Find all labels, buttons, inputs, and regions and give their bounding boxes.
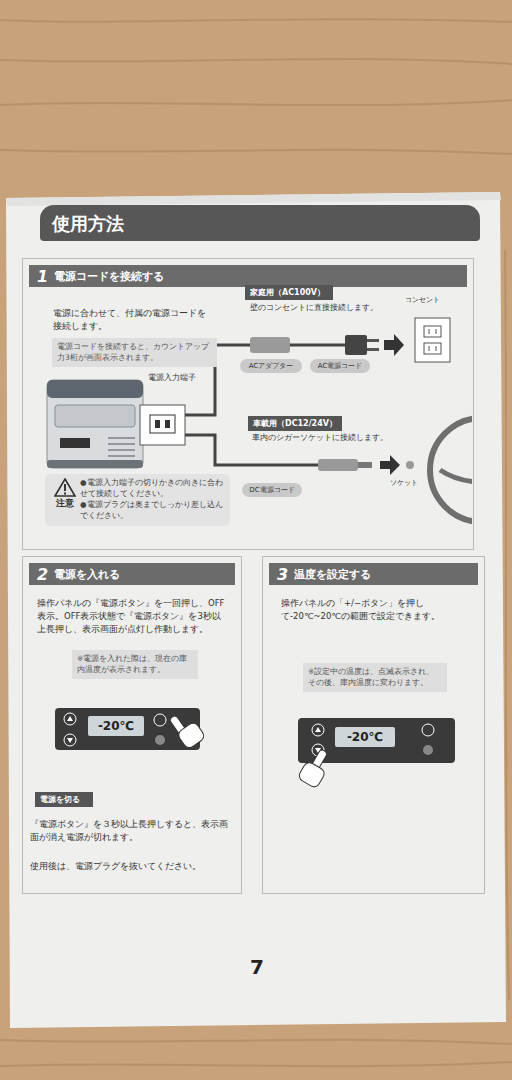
step-body: 操作パネルの『電源ボタン』を一回押し、OFF表示。OFF表示状態で『電源ボタン』… (37, 597, 229, 637)
heading-tag: 車載用（DC12/24V） (248, 416, 342, 431)
text-label: 使用後は、電源プラグを抜いてください。 (30, 860, 228, 873)
note-box: ※電源を入れた際は、現在の庫内温度が表示されます。 (72, 650, 198, 679)
part-label: ACアダプター (240, 359, 302, 373)
node-text: AC電源コード (314, 361, 366, 371)
section-header: 1 電源コードを接続する (29, 265, 467, 287)
step-body: 操作パネルの「+/−ボタン」を押して-20℃~20℃の範囲で設定できます。 (281, 597, 471, 623)
node-text: ※電源を入れた際は、現在の庫内温度が表示されます。 (77, 653, 193, 676)
node-text: 電源を切る (40, 794, 88, 805)
page-number: 7 (250, 952, 264, 982)
node-text: 電源コードを接続すると、カウントアップ力3桁が画面表示されます。 (57, 341, 212, 364)
note-box: ※設定中の温度は、点滅表示され、その後、庫内温度に変わります。 (303, 663, 447, 692)
lcd-display: -20℃ (88, 716, 144, 736)
part-label: AC電源コード (310, 359, 370, 373)
lcd-display: -20℃ (335, 727, 395, 747)
step-number: 3 (277, 565, 288, 584)
caution-box: 注意 ●電源入力端子の切りかきの向きに合わせて接続してください。●電源プラグは奥ま… (45, 474, 230, 526)
node-text: 車載用（DC12/24V） (253, 418, 337, 429)
section-header: 3 温度を設定する (269, 563, 478, 585)
warning-icon (54, 478, 76, 497)
title-band: 使用方法 (40, 205, 480, 241)
heading-tag: 電源を切る (35, 792, 93, 807)
text-label: 車内のシガーソケットに接続します。 (252, 432, 388, 444)
node-text: ACアダプター (244, 361, 298, 371)
step-title: 温度を設定する (294, 567, 371, 582)
caution-bullet: ●電源プラグは奥までしっかり差し込んでください。 (80, 500, 225, 522)
step-body: 電源に合わせて、付属の電源コードを接続します。 (53, 307, 213, 333)
node-text: -20℃ (90, 719, 142, 733)
note-box: 電源コードを接続すると、カウントアップ力3桁が画面表示されます。 (52, 338, 217, 367)
text-label: コンセント (405, 295, 440, 306)
part-label: DC電源コード (242, 483, 302, 497)
node-text: 家庭用（AC100V） (250, 287, 328, 298)
caution-column: 注意 (50, 478, 80, 522)
heading-tag: 家庭用（AC100V） (245, 285, 333, 300)
step-number: 1 (37, 267, 48, 286)
section-header: 2 電源を入れる (29, 563, 235, 585)
section-panel: 3 温度を設定する操作パネルの「+/−ボタン」を押して-20℃~20℃の範囲で設定… (262, 556, 485, 894)
step-title: 電源を入れる (54, 567, 120, 582)
caution-bullet: ●電源入力端子の切りかきの向きに合わせて接続してください。 (80, 478, 225, 500)
step-title: 電源コードを接続する (54, 269, 164, 284)
caution-heading: 注意 (56, 497, 74, 510)
text-label: 電源入力端子 (148, 372, 196, 384)
node-text: -20℃ (337, 730, 393, 744)
section-panel: 2 電源を入れる操作パネルの『電源ボタン』を一回押し、OFF表示。OFF表示状態で… (22, 556, 242, 894)
text-label: 『電源ボタン』を３秒以上長押しすると、表示画面が消え電源が切れます。 (30, 818, 228, 844)
step-number: 2 (37, 565, 48, 584)
caution-bullets: ●電源入力端子の切りかきの向きに合わせて接続してください。●電源プラグは奥までし… (80, 478, 225, 522)
node-text: ※設定中の温度は、点滅表示され、その後、庫内温度に変わります。 (308, 666, 442, 689)
text-label: ソケット (390, 478, 418, 489)
text-label: 壁のコンセントに直接接続します。 (250, 302, 378, 314)
node-text: DC電源コード (246, 485, 298, 495)
